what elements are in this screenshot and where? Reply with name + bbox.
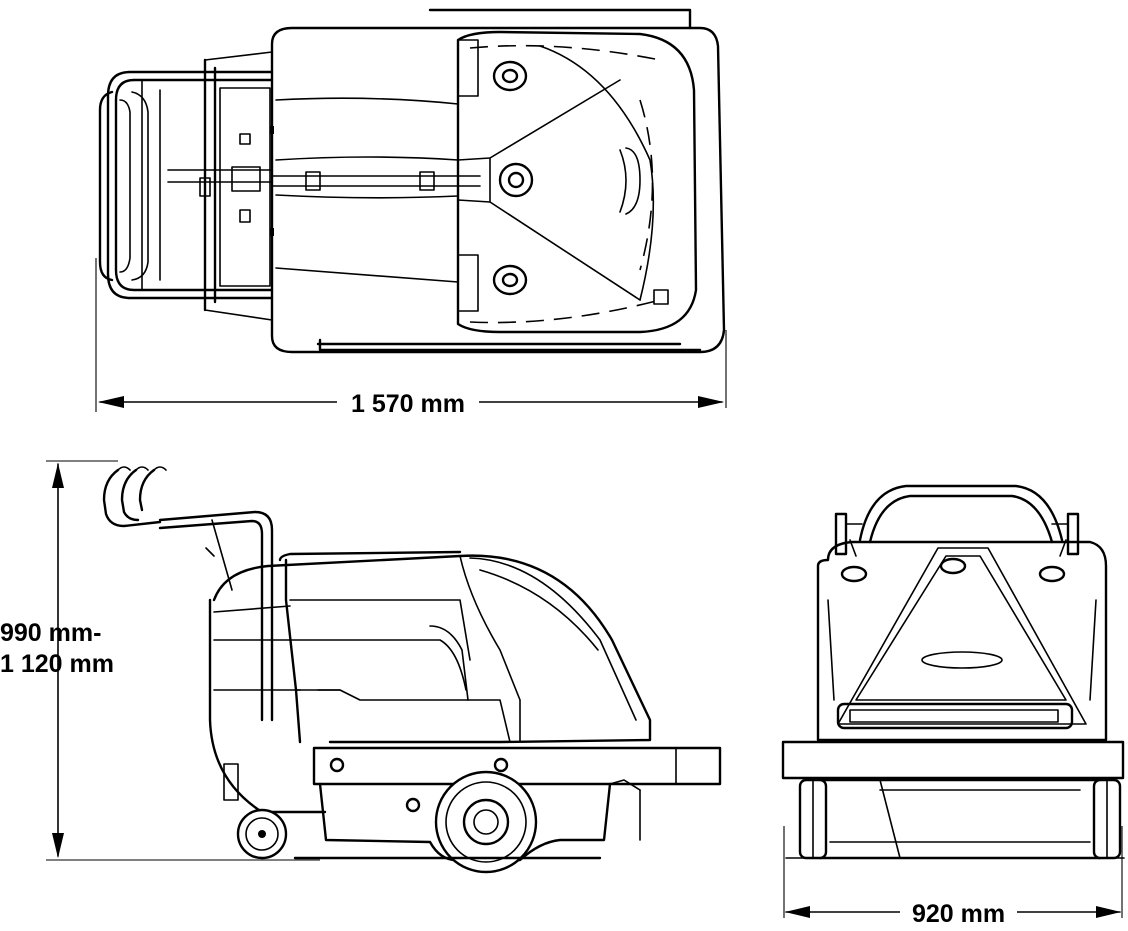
side-view bbox=[102, 466, 722, 874]
height-dimension-label-line1: 990 mm- bbox=[0, 619, 102, 647]
width-dimension-label: 920 mm bbox=[900, 899, 1018, 931]
side-view-body bbox=[208, 550, 652, 814]
front-view-lower bbox=[785, 778, 1125, 860]
height-dimension-label: 990 mm- 1 120 mm bbox=[0, 618, 114, 681]
side-view-handle bbox=[102, 466, 274, 722]
front-view-bumper bbox=[781, 740, 1125, 780]
side-view-rear-wheel bbox=[236, 808, 288, 860]
top-view-handle bbox=[98, 70, 274, 300]
top-view-frame bbox=[167, 51, 274, 321]
top-view bbox=[98, 8, 726, 354]
front-view-handle bbox=[834, 484, 1080, 557]
side-view-main-wheel bbox=[434, 770, 538, 874]
height-dimension-label-line2: 1 120 mm bbox=[0, 650, 114, 679]
height-dimension bbox=[46, 460, 320, 861]
front-view bbox=[781, 484, 1125, 860]
side-view-bumper bbox=[312, 746, 722, 786]
length-dimension-label: 1 570 mm bbox=[337, 389, 479, 421]
top-view-body bbox=[270, 8, 726, 354]
front-view-body bbox=[816, 540, 1108, 742]
